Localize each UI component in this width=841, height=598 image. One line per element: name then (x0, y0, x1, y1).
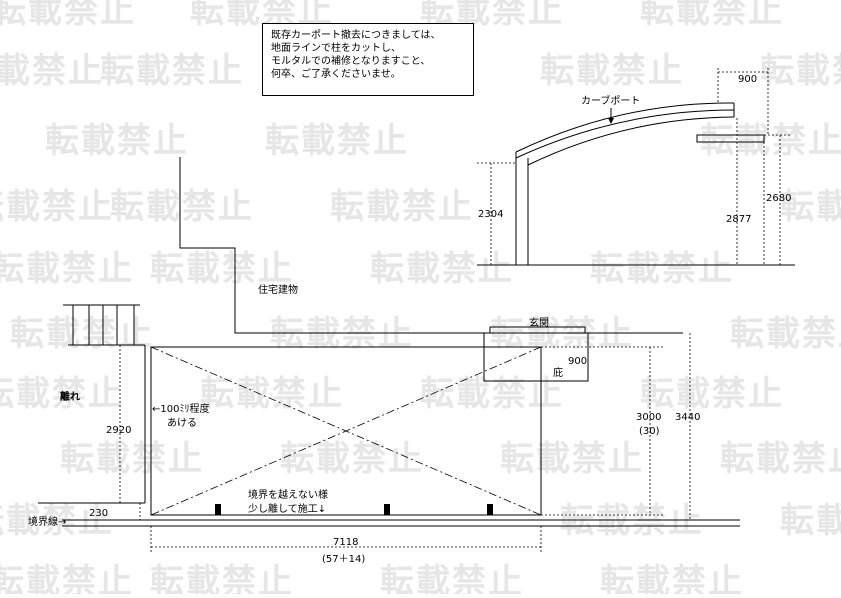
watermark-text: 転載禁止 (150, 562, 294, 594)
watermark-text: 転載禁止 (420, 374, 564, 414)
watermark-text: 転載禁止 (380, 562, 524, 594)
watermark-text: 転載禁止 (500, 439, 644, 479)
note-line: 何卒、ご了承くださいませ。 (271, 69, 401, 80)
watermark-text: 転載禁止 (0, 249, 134, 289)
watermark-text: 転載禁止 (780, 187, 841, 227)
note-line: 地面ラインで柱をカットし、 (271, 43, 401, 54)
watermark-text: 転載禁止 (640, 0, 784, 31)
gap-note-line1: ←100ﾐﾘ程度 (152, 402, 209, 415)
watermark-text: 転載禁止 (60, 439, 204, 479)
watermark-text: 転載禁止 (0, 51, 104, 91)
boundary-note-line1: 境界を越えない様 (248, 488, 328, 501)
carport-label: カーブポート (581, 94, 640, 107)
watermark-text: 転載禁止 (0, 374, 124, 414)
watermark-text: 転載禁止 (0, 187, 114, 227)
note-line: 既存カーポート撤去につきましては、 (271, 30, 441, 41)
watermark-text: 転載禁止 (330, 187, 474, 227)
watermark-text: 転載禁止 (10, 314, 154, 354)
dim-2680-text: 2680 (766, 193, 791, 204)
removal-note-box: 既存カーポート撤去につきましては、 地面ラインで柱をカットし、 モルタルでの補修… (262, 23, 474, 96)
dim-7118-sub-text: (57＋14) (322, 554, 365, 565)
watermark-text: 転載禁止 (700, 121, 841, 161)
watermark-text: 転載禁止 (0, 562, 134, 594)
carport-footprint (150, 346, 542, 516)
dim-2304-text: 2304 (478, 209, 503, 220)
watermark-text: 転載禁止 (720, 439, 841, 479)
watermark-text: 転載禁止 (780, 501, 841, 541)
carport-elevation: カーブポート 900 2304 2877 2680 (477, 68, 795, 266)
watermark-text: 転載禁止 (265, 121, 409, 161)
house-wall-line (179, 157, 683, 334)
eave-label: 庇 (553, 366, 563, 379)
house-label: 住宅建物 (258, 283, 298, 296)
watermark-text: 転載禁止 (200, 374, 344, 414)
diagonal-b (150, 346, 542, 516)
gap-note-line2: あける (167, 417, 197, 429)
watermark-text: 転載禁止 (760, 51, 841, 91)
annex-label: 離れ (60, 390, 80, 403)
watermark-text: 転載禁止 (590, 249, 734, 289)
dim-7118-text: 7118 (333, 537, 358, 548)
entrance-label: 玄関 (529, 316, 549, 329)
boundary-line-label: 境界線→ (28, 515, 66, 528)
note-line: モルタルでの補修となりますこと、 (271, 56, 431, 67)
watermark-text: 転載禁止 (110, 187, 254, 227)
dim-2877-text: 2877 (726, 214, 751, 225)
dim-3000-sub-text: (30) (639, 426, 660, 437)
carport-arrow-head (608, 118, 614, 124)
watermark-text: 転載禁止 (600, 562, 744, 594)
watermark-text: 転載禁止 (490, 314, 634, 354)
roof-inner-curve (527, 116, 735, 166)
dim-230-text: 230 (89, 508, 108, 519)
post-marker (215, 504, 221, 515)
watermark-text: 転載禁止 (280, 439, 424, 479)
watermark-text: 転載禁止 (0, 0, 136, 31)
dim-3440-text: 3440 (675, 412, 700, 423)
watermark-text: 転載禁止 (370, 249, 514, 289)
dim-3000-text: 3000 (636, 412, 661, 423)
dim-900-top-text: 900 (738, 74, 757, 85)
watermark-text: 転載禁止 (45, 121, 189, 161)
post-marker (384, 504, 390, 515)
roof-top-curve (515, 102, 735, 153)
roof-under-curve (515, 109, 735, 159)
watermark-text: 転載禁止 (560, 501, 704, 541)
house-eave-beam (696, 134, 765, 143)
watermark-text: 転載禁止 (100, 51, 244, 91)
dim-900-eave-text: 900 (568, 356, 587, 367)
watermark-text: 転載禁止 (150, 249, 294, 289)
post-marker (487, 504, 493, 515)
dim-2920-text: 2920 (106, 425, 131, 436)
watermark-text: 転載禁止 (0, 501, 114, 541)
watermark-text: 転載禁止 (640, 374, 784, 414)
watermark-text: 転載禁止 (270, 314, 414, 354)
site-plan: 住宅建物 玄関 庇 900 離れ 境界線→ ←100ﾐﾘ程度 あける (28, 157, 740, 565)
watermark-text: 転載禁止 (730, 314, 841, 354)
watermark-text: 転載禁止 (540, 51, 684, 91)
boundary-note-line2: 少し離して施工↓ (248, 502, 326, 515)
